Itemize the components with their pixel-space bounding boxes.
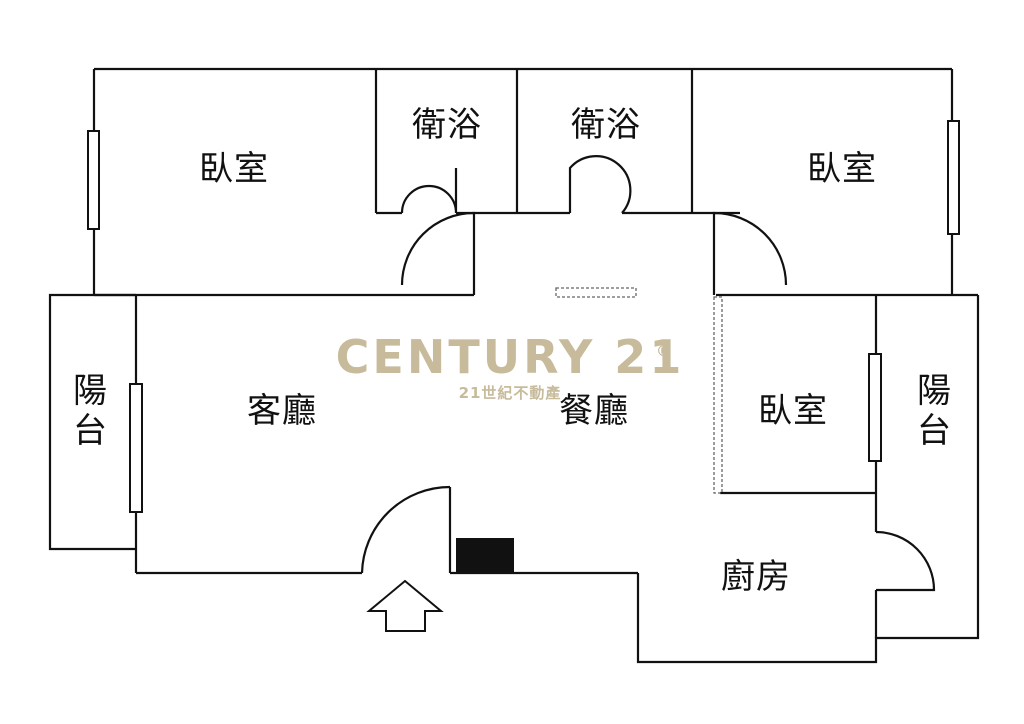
label-bedroom-top-left: 臥室 xyxy=(199,149,269,189)
room-labels: 臥室 衛浴 衛浴 臥室 陽 台 客廳 餐廳 臥室 陽 台 廚房 xyxy=(73,105,951,597)
entrance-arrow-icon xyxy=(366,579,444,632)
label-balcony-right-1: 陽 xyxy=(917,371,951,411)
window-bedroom-left xyxy=(87,130,100,230)
dashed-shelf-corridor xyxy=(555,287,637,298)
door-bath-left xyxy=(400,168,458,214)
door-bedroom-left xyxy=(400,211,476,295)
dashed-elements xyxy=(555,287,723,494)
label-bedroom-mid-right: 臥室 xyxy=(758,391,828,431)
label-living-room: 客廳 xyxy=(247,391,317,431)
label-dining-room: 餐廳 xyxy=(559,391,629,431)
door-bedroom-right xyxy=(712,211,788,295)
entry-cabinet xyxy=(456,538,514,573)
windows xyxy=(87,120,960,513)
window-bedroom-right xyxy=(947,120,960,235)
label-bath-right: 衛浴 xyxy=(571,105,641,145)
doors xyxy=(360,155,936,592)
door-entrance xyxy=(360,485,451,574)
watermark-registered: ® xyxy=(656,342,672,360)
label-balcony-left-1: 陽 xyxy=(73,371,107,411)
watermark-brand: CENTURY 21 xyxy=(336,330,685,384)
door-bath-right xyxy=(568,155,632,214)
label-bedroom-top-right: 臥室 xyxy=(807,149,877,189)
window-bedroom-mid-right xyxy=(868,353,882,462)
label-balcony-left-2: 台 xyxy=(73,411,107,451)
label-kitchen: 廚房 xyxy=(721,557,791,597)
wall-kitchen-outer xyxy=(636,295,980,664)
label-bath-left: 衛浴 xyxy=(412,105,482,145)
wall-balcony-left xyxy=(48,293,136,551)
label-balcony-right-2: 台 xyxy=(917,411,951,451)
watermark: CENTURY 21 ® 21世紀不動產 xyxy=(336,330,685,402)
dashed-sliding-door-bedroom xyxy=(713,296,723,494)
door-kitchen-side xyxy=(875,530,936,592)
watermark-subtitle: 21世紀不動產 xyxy=(459,384,562,402)
window-living-left xyxy=(129,383,143,513)
